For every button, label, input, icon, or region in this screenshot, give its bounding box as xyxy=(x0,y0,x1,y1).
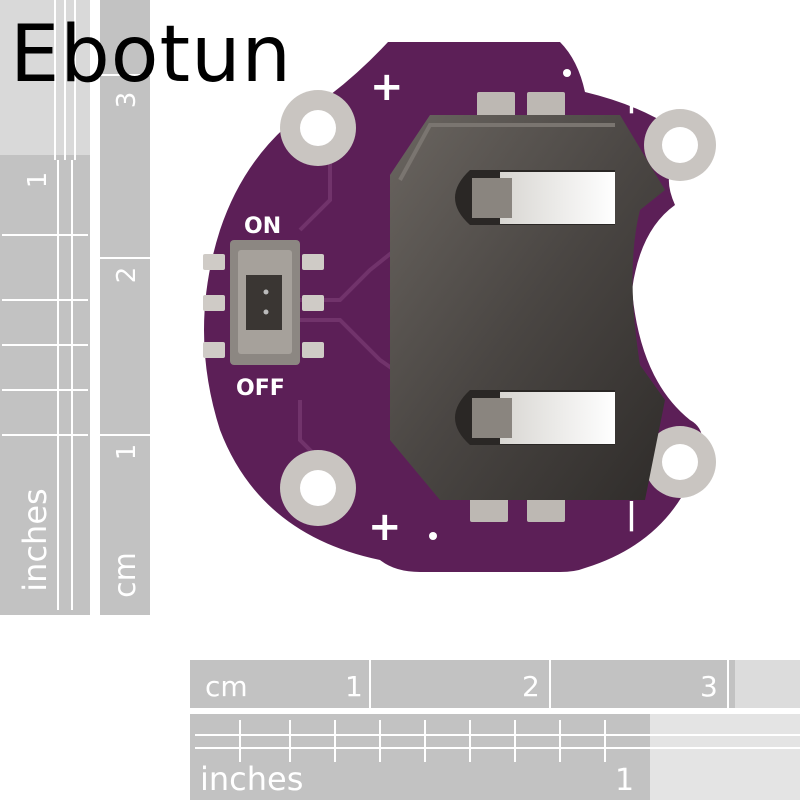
minus-label-top: | xyxy=(626,79,637,114)
horizontal-ruler-inches-strip xyxy=(190,714,650,800)
slide-switch: ON OFF xyxy=(203,214,324,401)
mounting-hole-bottom-right xyxy=(644,426,716,498)
horizontal-ruler-cm-tick-2: 2 xyxy=(522,670,540,703)
mounting-hole-top-right xyxy=(644,109,716,181)
vertical-ruler-cm-tick-2: 2 xyxy=(112,267,142,284)
vertical-ruler: 1 inches 3 2 1 cm xyxy=(0,0,150,615)
vertical-ruler-inches-strip xyxy=(0,155,90,615)
vertical-ruler-cm-strip xyxy=(100,0,150,615)
coin-cell-battery-holder xyxy=(390,92,665,522)
horizontal-ruler-ticks xyxy=(195,660,800,762)
horizontal-ruler-cm-strip xyxy=(190,660,800,708)
horizontal-ruler-inches-tick-1: 1 xyxy=(615,763,634,798)
horizontal-ruler-cm-tick-1: 1 xyxy=(345,670,363,703)
vertical-ruler-ticks xyxy=(2,0,150,610)
coin-cell-holder-board: + + | | ON OFF xyxy=(203,42,716,572)
mounting-hole-top-left xyxy=(280,90,356,166)
switch-on-label: ON xyxy=(244,214,281,239)
vertical-ruler-cm-label: cm xyxy=(108,552,143,598)
minus-label-bottom: | xyxy=(626,497,637,532)
switch-off-label: OFF xyxy=(236,376,285,401)
horizontal-ruler: cm 1 2 3 inches 1 xyxy=(190,660,800,800)
horizontal-ruler-inches-label: inches xyxy=(200,760,303,798)
mounting-hole-bottom-left xyxy=(280,450,356,526)
vertical-ruler-cm-tick-3: 3 xyxy=(112,92,142,109)
horizontal-ruler-cm-tick-3: 3 xyxy=(700,670,718,703)
vertical-ruler-inches-tick-1: 1 xyxy=(23,172,53,189)
battery-contact-top xyxy=(455,170,615,225)
brand-watermark: Ebotun xyxy=(10,10,292,100)
silkscreen-dot xyxy=(429,532,437,540)
vertical-ruler-inches-label: inches xyxy=(16,488,54,591)
silkscreen-dot xyxy=(563,69,571,77)
horizontal-ruler-cm-label: cm xyxy=(205,670,248,703)
battery-contact-bottom xyxy=(455,390,615,445)
plus-label-top: + xyxy=(370,64,404,110)
vertical-ruler-cm-tick-1: 1 xyxy=(112,444,142,461)
plus-label-bottom: + xyxy=(368,504,402,550)
